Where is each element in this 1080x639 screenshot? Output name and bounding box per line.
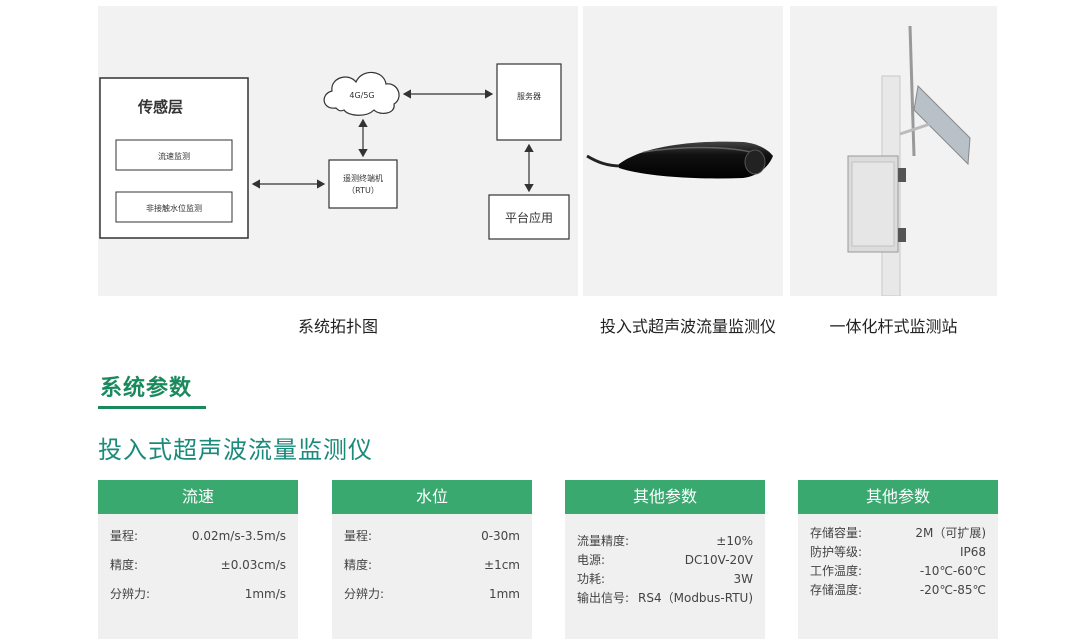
spec-label: 分辨力: xyxy=(344,587,385,601)
spec-label: 流量精度: xyxy=(577,534,630,548)
pole-caption: 一体化杆式监测站 xyxy=(829,317,958,336)
spec-row: 精度: ±1cm xyxy=(344,551,520,580)
spec-row: 分辨力: 1mm/s xyxy=(110,580,286,609)
rtu-box xyxy=(328,159,398,209)
spec-row: 电源: DC10V-20V xyxy=(577,551,753,570)
spec-value: RS4（Modbus-RTU) xyxy=(638,591,753,605)
cloud-icon xyxy=(323,71,400,116)
server-label: 服务器 xyxy=(517,91,541,101)
card-header: 流速 xyxy=(98,480,298,514)
spec-value: -20℃-85℃ xyxy=(919,583,986,597)
pole-station-image xyxy=(847,25,971,297)
rtu-label-line1: 遥测终端机 xyxy=(343,173,383,183)
spec-value: -10℃-60℃ xyxy=(919,564,986,578)
flow-monitor-label: 流速监测 xyxy=(158,151,190,161)
spec-card-other-params-1: 其他参数 流量精度: ±10% 电源: DC10V-20V 功耗: 3W 输出信号: R… xyxy=(565,480,765,639)
spec-row: 存储温度: -20℃-85℃ xyxy=(810,581,986,600)
antenna xyxy=(908,25,916,157)
spec-card-water-level: 水位 量程: 0-30m 精度: ±1cm 分辨力: 1mm xyxy=(332,480,532,639)
spec-row: 分辨力: 1mm xyxy=(344,580,520,609)
sensing-layer-label: 传感层 xyxy=(137,98,183,116)
network-label: 4G/5G xyxy=(349,91,374,100)
topology-caption: 系统拓扑图 xyxy=(297,317,378,336)
spec-value: 3W xyxy=(733,572,754,586)
spec-row: 精度: ±0.03cm/s xyxy=(110,551,286,580)
sensor-body xyxy=(619,141,773,179)
sensor-image-panel xyxy=(583,6,783,296)
rtu-label-line2: （RTU） xyxy=(347,186,379,195)
solar-panel xyxy=(913,84,971,166)
sensor-caption: 投入式超声波流量监测仪 xyxy=(599,317,776,336)
card-header: 水位 xyxy=(332,480,532,514)
card-header: 其他参数 xyxy=(798,480,998,514)
spec-row: 功耗: 3W xyxy=(577,570,753,589)
spec-row: 流量精度: ±10% xyxy=(577,532,753,551)
spec-card-flow-velocity: 流速 量程: 0.02m/s-3.5m/s 精度: ±0.03cm/s 分辨力: 1m… xyxy=(98,480,298,639)
ultrasonic-sensor-image xyxy=(586,141,773,179)
spec-value: IP68 xyxy=(959,545,986,559)
spec-row: 输出信号: RS4（Modbus-RTU) xyxy=(577,589,753,608)
spec-label: 存储容量: xyxy=(810,526,863,540)
spec-value: ±0.03cm/s xyxy=(220,558,286,572)
spec-row: 存储容量: 2M（可扩展) xyxy=(810,524,986,543)
spec-label: 电源: xyxy=(577,553,606,567)
server-box xyxy=(496,63,562,141)
spec-label: 精度: xyxy=(344,558,373,572)
spec-value: 1mm xyxy=(488,587,520,601)
spec-label: 输出信号: xyxy=(577,591,630,605)
spec-value: 0.02m/s-3.5m/s xyxy=(191,529,286,543)
spec-value: 1mm/s xyxy=(244,587,286,601)
card-header: 其他参数 xyxy=(565,480,765,514)
topology-diagram: 传感层 流速监测 非接触水位监测 4G/5G 服务器 遥测终端机 （RTU） 平… xyxy=(99,63,570,240)
spec-card-other-params-2: 其他参数 存储容量: 2M（可扩展) 防护等级: IP68 工作温度: -10℃-60… xyxy=(798,480,998,639)
pole-station-image-panel xyxy=(790,6,997,297)
spec-value: 2M（可扩展) xyxy=(915,526,986,540)
section-heading: 系统参数 xyxy=(100,376,193,401)
spec-label: 量程: xyxy=(344,529,373,543)
spec-label: 工作温度: xyxy=(810,564,863,578)
water-level-monitor-box xyxy=(115,191,233,223)
spec-label: 量程: xyxy=(110,529,139,543)
topology-diagram-panel: 传感层 流速监测 非接触水位监测 4G/5G 服务器 遥测终端机 （RTU） 平… xyxy=(98,6,578,296)
product-title: 投入式超声波流量监测仪 xyxy=(98,436,373,464)
spec-value: ±1cm xyxy=(484,558,520,572)
platform-box xyxy=(488,194,570,240)
spec-label: 精度: xyxy=(110,558,139,572)
spec-value: DC10V-20V xyxy=(684,553,753,567)
spec-label: 防护等级: xyxy=(810,545,863,559)
spec-value: 0-30m xyxy=(481,529,520,543)
spec-row: 防护等级: IP68 xyxy=(810,543,986,562)
spec-row: 量程: 0-30m xyxy=(344,522,520,551)
platform-label: 平台应用 xyxy=(505,210,553,225)
spec-row: 工作温度: -10℃-60℃ xyxy=(810,562,986,581)
spec-label: 功耗: xyxy=(577,572,606,586)
flow-monitor-box xyxy=(115,139,233,171)
water-level-monitor-label: 非接触水位监测 xyxy=(146,203,202,213)
spec-row: 量程: 0.02m/s-3.5m/s xyxy=(110,522,286,551)
spec-value: ±10% xyxy=(716,534,753,548)
spec-label: 分辨力: xyxy=(110,587,151,601)
section-underline xyxy=(98,406,206,409)
spec-label: 存储温度: xyxy=(810,583,863,597)
sensor-cable xyxy=(586,154,622,168)
